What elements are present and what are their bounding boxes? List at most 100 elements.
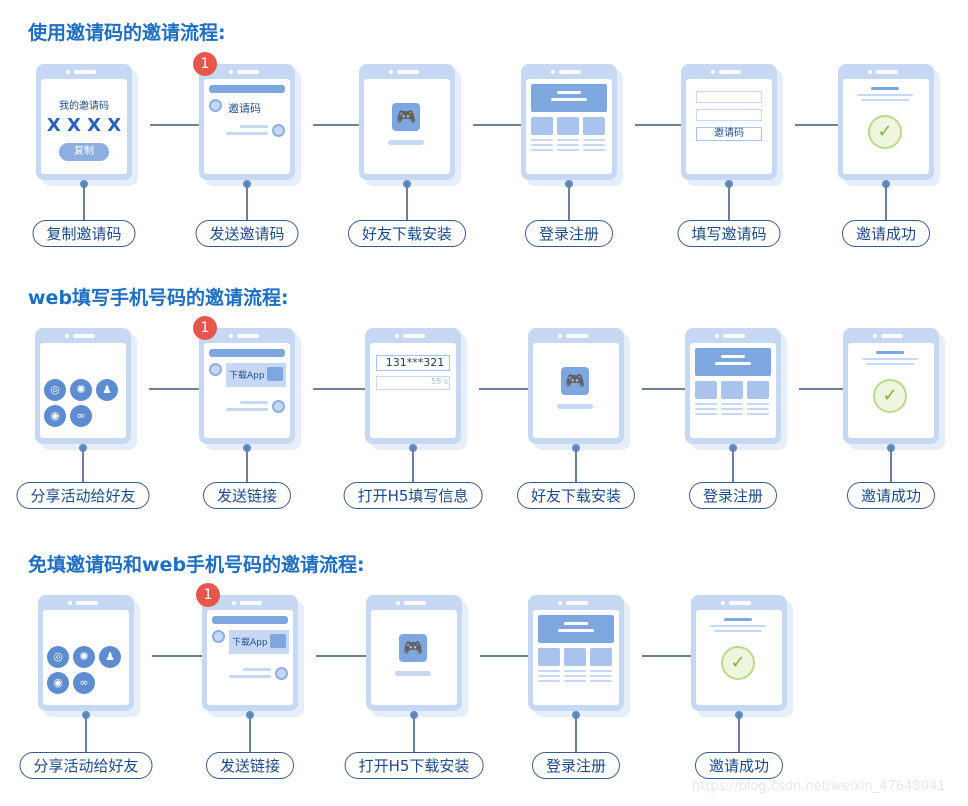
flow-step: 邀请码填写邀请码: [669, 64, 789, 250]
placeholder-bar: [240, 125, 268, 128]
step-number-badge: 1: [196, 583, 220, 607]
connector-line: [568, 182, 570, 220]
step-label: 好友下载安装: [516, 482, 636, 509]
countdown-text: 55 s: [431, 377, 448, 386]
placeholder-bar: [240, 401, 268, 404]
placeholder-bar: [590, 680, 612, 682]
image-thumbnail-icon: [695, 381, 717, 399]
image-thumbnail-icon: [721, 381, 743, 399]
check-icon: ✓: [868, 115, 902, 149]
phone-mockup: [528, 595, 624, 711]
flow-title: 使用邀请码的邀请流程:: [28, 22, 226, 44]
phone-mockup: [685, 328, 781, 444]
flow-step: 登录注册: [516, 595, 636, 782]
weibo-icon[interactable]: ◉: [47, 672, 69, 694]
phone-mockup: 1 邀请码: [193, 52, 295, 180]
flow-step: 登录注册: [509, 64, 629, 250]
flow-step: ✓邀请成功: [679, 595, 799, 782]
qq-icon[interactable]: ♟: [96, 379, 118, 401]
placeholder-bar: [538, 670, 560, 672]
flow-step: 登录注册: [673, 328, 793, 512]
phone-mockup: ✓: [843, 328, 939, 444]
placeholder-bar: [564, 622, 588, 625]
step-label: 登录注册: [531, 752, 621, 779]
placeholder-bar: [551, 98, 587, 101]
phone-mockup: 🎮: [366, 595, 462, 711]
placeholder-bar: [243, 668, 271, 671]
connector-line: [728, 182, 730, 220]
phone-speaker: [873, 334, 903, 338]
image-thumbnail-icon: [531, 117, 553, 135]
step-number-badge: 1: [193, 52, 217, 76]
phone-speaker: [558, 601, 588, 605]
step-label: 分享活动给好友: [16, 482, 150, 509]
placeholder-bar: [558, 629, 594, 632]
placeholder-bar: [724, 618, 752, 621]
placeholder-bar: [866, 363, 914, 365]
connector-line: [83, 182, 85, 220]
step-label: 分享活动给好友: [19, 752, 153, 779]
placeholder-bar: [557, 149, 579, 151]
user-avatar-icon: [209, 363, 222, 376]
step-label: 好友下载安装: [347, 220, 467, 247]
placeholder-bar: [538, 680, 560, 682]
wechat-icon[interactable]: ◎: [44, 379, 66, 401]
phone-screen: 邀请码: [204, 79, 290, 174]
placeholder-bar: [531, 144, 553, 146]
gamepad-icon: 🎮: [399, 634, 427, 662]
camera-shutter-icon[interactable]: ✺: [73, 646, 95, 668]
chat-code-message: 邀请码: [228, 102, 261, 115]
input-field: [696, 91, 762, 103]
phone-screen: ✓: [696, 610, 782, 705]
phone-mockup: [521, 64, 617, 180]
link-icon[interactable]: ∞: [70, 405, 92, 427]
connector-line: [575, 713, 577, 752]
flow-title: web填写手机号码的邀请流程:: [28, 287, 289, 309]
phone-screen: ◎✺♟ ◉∞: [40, 343, 126, 438]
copy-button[interactable]: 复制: [59, 143, 109, 161]
flow-step: 🎮 好友下载安装: [516, 328, 636, 512]
link-icon[interactable]: ∞: [73, 672, 95, 694]
weibo-icon[interactable]: ◉: [44, 405, 66, 427]
placeholder-bar: [721, 408, 743, 410]
connector-line: [246, 182, 248, 220]
placeholder-bar: [226, 408, 268, 411]
placeholder-bar: [226, 132, 268, 135]
placeholder-bar: [229, 675, 271, 678]
qq-icon[interactable]: ♟: [99, 646, 121, 668]
phone-speaker: [65, 334, 95, 338]
phone-screen: ✓: [848, 343, 934, 438]
download-app-text: 下载App: [232, 638, 268, 648]
camera-shutter-icon[interactable]: ✺: [70, 379, 92, 401]
placeholder-bar: [721, 413, 743, 415]
friend-avatar-icon: [275, 667, 288, 680]
placeholder-bar: [209, 85, 285, 93]
watermark: https://blog.csdn.net/weixin_47648041: [692, 779, 946, 794]
placeholder-bar: [564, 680, 586, 682]
phone-mockup: 🎮: [528, 328, 624, 444]
check-icon: ✓: [721, 646, 755, 680]
placeholder-bar: [747, 403, 769, 405]
invite-code-input: 邀请码: [696, 127, 762, 141]
flow-step: 🎮打开H5下载安装: [344, 595, 484, 782]
wechat-icon[interactable]: ◎: [47, 646, 69, 668]
flow-step: 🎮好友下载安装: [347, 64, 467, 250]
banner: [531, 84, 607, 112]
gamepad-icon: 🎮: [561, 367, 589, 395]
placeholder-bar: [395, 671, 431, 676]
connector-line: [246, 446, 248, 482]
input-field: [696, 109, 762, 121]
placeholder-bar: [564, 675, 586, 677]
image-icon: [267, 367, 283, 381]
phone-speaker: [68, 601, 98, 605]
step-label: 打开H5填写信息: [343, 482, 483, 509]
step-label: 发送链接: [202, 482, 292, 509]
placeholder-bar: [557, 404, 593, 409]
image-thumbnail-icon: [590, 648, 612, 666]
